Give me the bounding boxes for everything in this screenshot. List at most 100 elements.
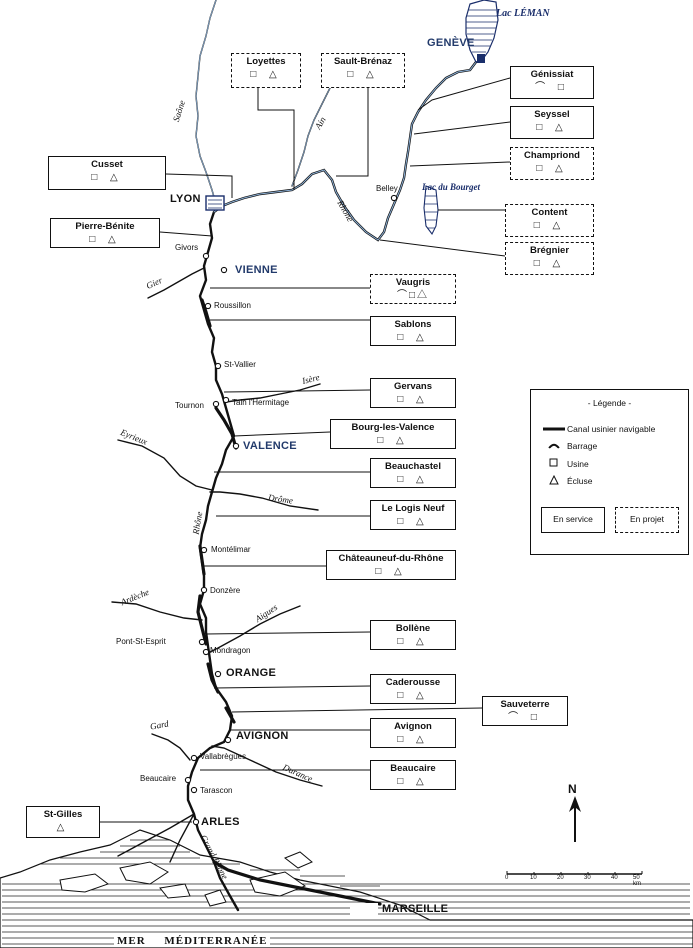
dam-symbols: ⌒ □ [535,82,569,93]
dam-beauchastel: Beauchastel □ △ [370,458,456,488]
dam-loyettes: Loyettes □ △ [231,53,301,88]
dam-symbols: □ △ [375,566,407,577]
dam-symbols: □ △ [89,234,121,245]
dam-name: Loyettes [246,56,286,67]
dam-name: Brégnier [529,245,570,256]
rhone-course [186,60,478,912]
town-roussillon: Roussillon [214,301,251,310]
dam-sauveterre: Sauveterre ⌒ □ [482,696,568,726]
dam-name: Gervans [393,381,433,392]
dam-symbols: □ △ [91,172,123,183]
dam-sablons: Sablons □ △ [370,316,456,346]
dam-symbols: □ △ [397,394,429,405]
town-mondragon: Mondragon [210,646,251,655]
legend-row-usine: Usine [541,458,589,470]
dam-name: Le Logis Neuf [381,503,445,514]
legend-en-service: En service [541,507,605,533]
city-orange: ORANGE [226,667,277,679]
canals [196,298,382,906]
dam-st-gilles: St-Gilles △ [26,806,100,838]
dam-name: Pierre-Bénite [75,221,135,232]
barrage-icon [541,441,567,451]
dam-bregnier: Brégnier □ △ [505,242,594,275]
dam-name: Châteauneuf-du-Rhône [338,553,444,564]
north-arrow: N [565,782,585,844]
lac-leman-shape [465,0,499,63]
lac-leman-label: Lac LÉMAN [496,8,550,19]
scale-tick-10: 10 [530,875,537,881]
dam-symbols: □ △ [397,636,429,647]
dam-symbols: □ △ [347,69,379,80]
city-avignon: AVIGNON [236,730,289,742]
dam-bollene: Bollène □ △ [370,620,456,650]
dam-symbols: ⌒ □ [508,712,542,723]
dam-name: Beauchastel [385,461,441,472]
scale-tick-30: 30 [584,875,591,881]
city-lyon: LYON [170,193,201,205]
dam-symbols: □ △ [397,776,429,787]
town-tarascon: Tarascon [200,786,233,795]
town-vallabregues: Vallabrègues [200,752,247,761]
dam-name: St-Gilles [43,809,83,820]
dam-pierre-benite: Pierre-Bénite □ △ [50,218,160,248]
dam-name: Vaugris [395,277,431,288]
town-beaucaire: Beaucaire [140,774,177,783]
dam-symbols: □ △ [397,516,429,527]
town-markers [184,194,398,826]
dam-name: Sault-Brénaz [333,56,393,67]
dam-name: Beaucaire [390,763,436,774]
leader-lines [100,77,511,823]
lyon-marker [205,195,225,211]
dam-name: Sauveterre [500,699,550,710]
dam-beaucaire: Beaucaire □ △ [370,760,456,790]
dam-name: Champriond [524,150,580,161]
dam-name: Cusset [91,159,123,170]
dam-genissiat: Génissiat ⌒ □ [510,66,594,99]
lac-bourget-shape [423,185,439,236]
scale-bar: 0 10 20 30 40 50 km [505,870,645,890]
dam-name: Bollène [395,623,431,634]
scale-tick-40: 40 [611,875,618,881]
city-arles: ARLES [201,816,240,828]
town-tain: Tain l'Hermitage [232,398,290,407]
ecluse-icon [541,474,567,487]
dam-symbols: □ △ [397,474,429,485]
legend-barrage-label: Barrage [567,441,598,451]
city-marseille: MARSEILLE [382,903,449,915]
dam-name: Caderousse [385,677,441,688]
town-tournon: Tournon [175,401,204,410]
sea-label: MER MÉDITERRANÉE [114,935,271,947]
dam-symbols: □ △ [536,163,568,174]
dam-name: Sablons [394,319,432,330]
lac-bourget-label: Lac du Bourget [422,182,481,192]
dam-name: Seyssel [534,109,570,120]
dam-bourg-les-valence: Bourg-les-Valence □ △ [330,419,456,449]
dam-symbols: □ △ [533,220,566,231]
scale-bar-line [506,871,643,875]
dam-chateauneuf-du-rhone: Châteauneuf-du-Rhône □ △ [326,550,456,580]
legend-row-canal: Canal usinier navigable [541,424,655,434]
town-givors: Givors [175,243,199,252]
legend-en-projet: En projet [615,507,679,533]
legend-row-ecluse: Écluse [541,474,593,487]
legend-ecluse-label: Écluse [567,476,593,486]
dam-name: Avignon [394,721,432,732]
town-pont-st-esprit: Pont-St-Esprit [116,637,166,646]
dam-champriond: Champriond □ △ [510,147,594,180]
city-valence: VALENCE [243,440,297,452]
town-montelimar: Montélimar [211,545,251,554]
dam-symbols: □ △ [533,258,566,269]
scale-tick-0: 0 [505,875,509,881]
scale-tick-50: 50 km [633,875,641,887]
city-vienne: VIENNE [235,264,278,276]
legend-title: - Légende - [587,398,632,408]
town-belley: Belley [376,184,398,193]
dam-name: Bourg-les-Valence [351,422,435,433]
dam-name: Content [531,207,568,218]
dam-sault-brenaz: Sault-Brénaz □ △ [321,53,405,88]
canal-line-icon [541,424,567,434]
dam-cusset: Cusset □ △ [48,156,166,190]
dam-le-logis-neuf: Le Logis Neuf □ △ [370,500,456,530]
